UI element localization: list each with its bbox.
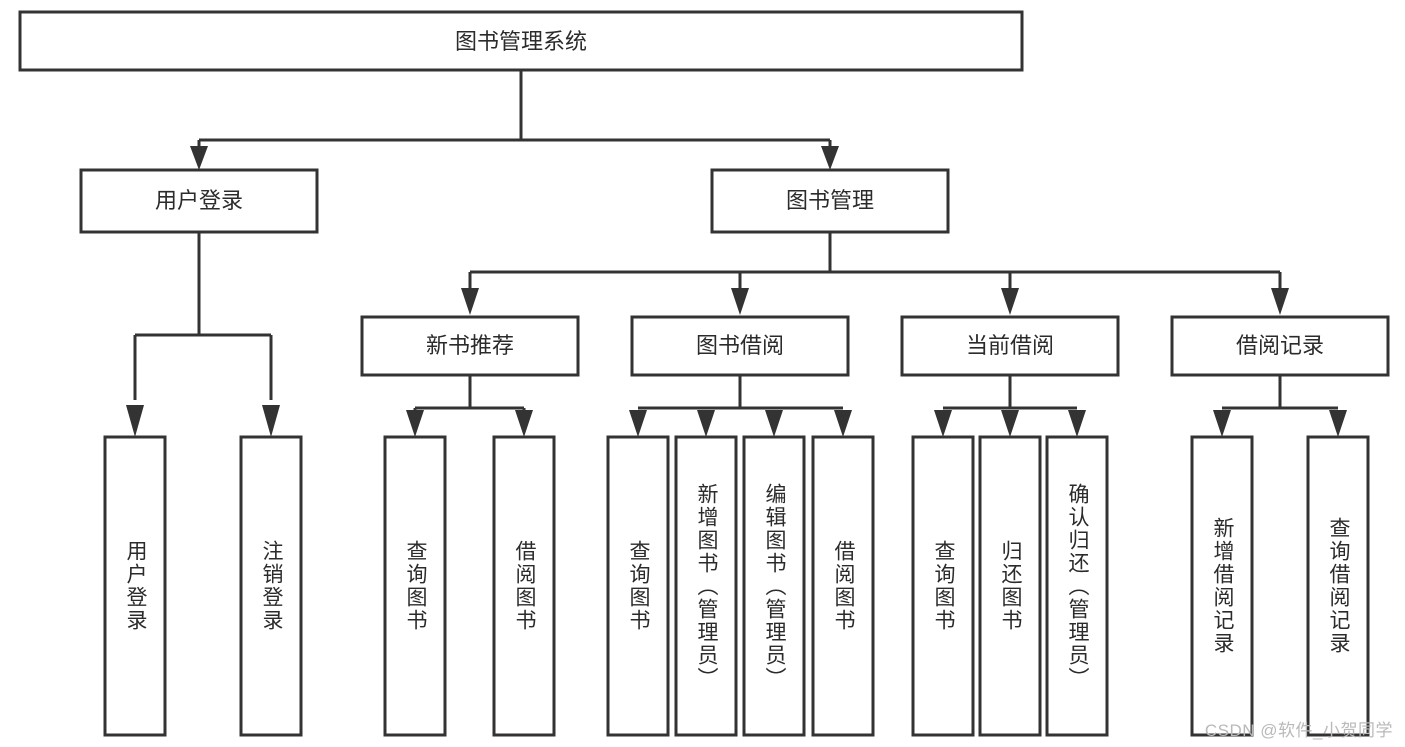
node-new-book-recommend-box[interactable]: [360, 315, 580, 377]
arrow-leaf-query-book-1: [406, 410, 424, 437]
arrow-leaf-return-book: [1001, 410, 1019, 437]
leaf-borrow-book-1-box[interactable]: [492, 435, 556, 737]
arrow-user-login: [190, 146, 208, 170]
arrow-new-book-recommend: [461, 288, 479, 315]
node-user-login-box[interactable]: [79, 168, 319, 234]
watermark-text: CSDN @软件_小贺同学: [1204, 721, 1393, 740]
leaf-add-record-box[interactable]: [1190, 435, 1254, 737]
leaf-user-login-box[interactable]: [103, 435, 167, 737]
node-borrow-record-box[interactable]: [1170, 315, 1390, 377]
node-book-manage[interactable]: 图书管理: [710, 168, 950, 234]
node-book-borrow[interactable]: 图书借阅: [630, 315, 850, 377]
connector-group: [126, 70, 1347, 437]
leaf-query-book-1-box[interactable]: [383, 435, 447, 737]
arrow-current-borrow: [1001, 288, 1019, 315]
node-book-manage-label: 图书管理: [786, 188, 874, 213]
arrow-leaf-add-book: [697, 410, 715, 437]
leaf-user-logout-box[interactable]: [239, 435, 303, 737]
leaf-add-book-box[interactable]: [674, 435, 738, 737]
node-new-book-recommend[interactable]: 新书推荐: [360, 315, 580, 377]
node-new-book-recommend-label: 新书推荐: [426, 333, 514, 358]
arrow-book-borrow: [731, 288, 749, 315]
node-current-borrow-box[interactable]: [900, 315, 1120, 377]
leaf-query-book-2-box[interactable]: [606, 435, 670, 737]
node-borrow-record[interactable]: 借阅记录: [1170, 315, 1390, 377]
arrow-leaf-query-record: [1329, 410, 1347, 437]
node-root-label: 图书管理系统: [455, 29, 587, 54]
leaf-query-record-box[interactable]: [1306, 435, 1370, 737]
leaf-return-book-box[interactable]: [978, 435, 1042, 737]
arrow-leaf-user-login: [126, 405, 144, 437]
arrow-book-manage: [821, 146, 839, 170]
arrow-leaf-edit-book: [765, 410, 783, 437]
node-root-box[interactable]: [18, 10, 1024, 72]
node-book-manage-box[interactable]: [710, 168, 950, 234]
node-current-borrow[interactable]: 当前借阅: [900, 315, 1120, 377]
leaf-confirm-return-box[interactable]: [1045, 435, 1109, 737]
node-user-login-label: 用户登录: [155, 188, 243, 213]
leaf-borrow-book-2-box[interactable]: [811, 435, 875, 737]
arrow-leaf-query-book-3: [934, 410, 952, 437]
arrow-leaf-user-logout: [262, 405, 280, 437]
leaf-edit-book-box[interactable]: [742, 435, 806, 737]
arrow-leaf-add-record: [1213, 410, 1231, 437]
arrow-leaf-borrow-book-1: [515, 410, 533, 437]
arrow-leaf-confirm-return: [1068, 410, 1086, 437]
arrow-borrow-record: [1271, 288, 1289, 315]
arrow-leaf-query-book-2: [629, 410, 647, 437]
node-root[interactable]: 图书管理系统: [18, 10, 1024, 72]
node-user-login[interactable]: 用户登录: [79, 168, 319, 234]
node-current-borrow-label: 当前借阅: [966, 333, 1054, 358]
node-borrow-record-label: 借阅记录: [1236, 333, 1324, 358]
leaf-query-book-3-box[interactable]: [911, 435, 975, 737]
arrow-leaf-borrow-book-2: [834, 410, 852, 437]
node-book-borrow-label: 图书借阅: [696, 333, 784, 358]
leaf-box-group: [103, 435, 1370, 737]
node-book-borrow-box[interactable]: [630, 315, 850, 377]
